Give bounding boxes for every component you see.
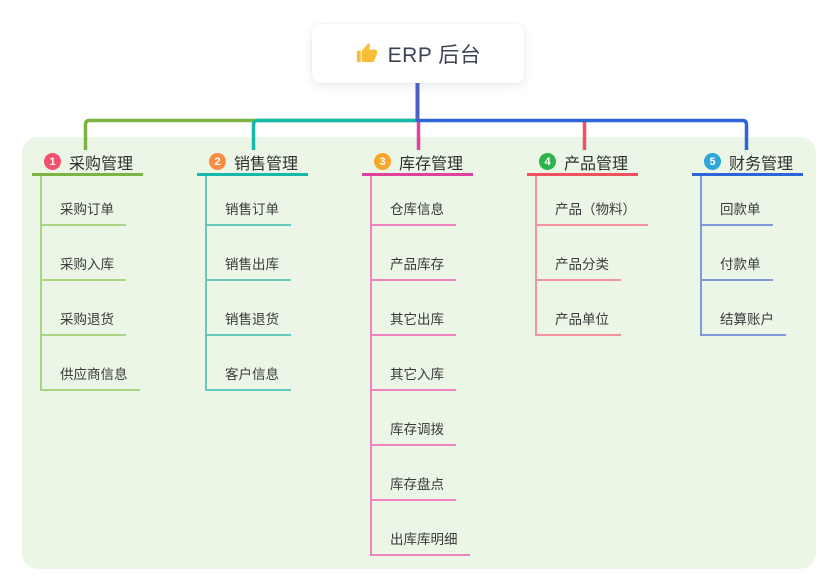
branch-purchase: 1 采购管理 采购订单 采购入库 采购退货 供应商信息 bbox=[32, 150, 144, 391]
branch-finance-children: 回款单 付款单 结算账户 bbox=[700, 176, 786, 336]
branch-product-children: 产品（物料） 产品分类 产品单位 bbox=[535, 176, 648, 336]
branch-purchase-children: 采购订单 采购入库 采购退货 供应商信息 bbox=[40, 176, 140, 391]
branch-label: 销售管理 bbox=[234, 155, 299, 173]
child-item[interactable]: 产品分类 bbox=[537, 226, 621, 281]
child-item[interactable]: 产品单位 bbox=[537, 281, 621, 336]
branch-label: 库存管理 bbox=[399, 155, 464, 173]
branch-inventory-header[interactable]: 3 库存管理 bbox=[362, 150, 474, 176]
branch-number-badge: 4 bbox=[539, 153, 556, 170]
child-item[interactable]: 销售退货 bbox=[207, 281, 291, 336]
branch-number-badge: 3 bbox=[374, 153, 391, 170]
child-item[interactable]: 付款单 bbox=[702, 226, 773, 281]
child-item[interactable]: 产品（物料） bbox=[537, 176, 648, 226]
child-item[interactable]: 产品库存 bbox=[372, 226, 456, 281]
child-item[interactable]: 其它出库 bbox=[372, 281, 456, 336]
child-item[interactable]: 库存盘点 bbox=[372, 446, 456, 501]
child-item[interactable]: 出库库明细 bbox=[372, 501, 470, 556]
thumbs-up-icon bbox=[356, 42, 377, 63]
child-item[interactable]: 仓库信息 bbox=[372, 176, 456, 226]
branch-product-header[interactable]: 4 产品管理 bbox=[527, 150, 639, 176]
child-item[interactable]: 结算账户 bbox=[702, 281, 786, 336]
branch-inventory: 3 库存管理 仓库信息 产品库存 其它出库 其它入库 库存调拨 库存盘点 出库库… bbox=[362, 150, 474, 556]
branch-label: 财务管理 bbox=[729, 155, 794, 173]
child-item[interactable]: 采购退货 bbox=[42, 281, 126, 336]
child-item[interactable]: 客户信息 bbox=[207, 336, 291, 391]
root-node-label: ERP 后台 bbox=[387, 43, 482, 67]
branch-label: 产品管理 bbox=[564, 155, 629, 173]
branch-number-badge: 1 bbox=[44, 153, 61, 170]
branch-sales-header[interactable]: 2 销售管理 bbox=[197, 150, 309, 176]
branch-number-badge: 5 bbox=[704, 153, 721, 170]
branch-finance: 5 财务管理 回款单 付款单 结算账户 bbox=[692, 150, 804, 336]
child-item[interactable]: 采购订单 bbox=[42, 176, 126, 226]
branch-number-badge: 2 bbox=[209, 153, 226, 170]
child-item[interactable]: 供应商信息 bbox=[42, 336, 140, 391]
child-item[interactable]: 销售出库 bbox=[207, 226, 291, 281]
branch-inventory-children: 仓库信息 产品库存 其它出库 其它入库 库存调拨 库存盘点 出库库明细 bbox=[370, 176, 470, 556]
child-item[interactable]: 采购入库 bbox=[42, 226, 126, 281]
branch-finance-header[interactable]: 5 财务管理 bbox=[692, 150, 804, 176]
child-item[interactable]: 回款单 bbox=[702, 176, 773, 226]
child-item[interactable]: 销售订单 bbox=[207, 176, 291, 226]
branch-product: 4 产品管理 产品（物料） 产品分类 产品单位 bbox=[527, 150, 648, 336]
branch-sales-children: 销售订单 销售出库 销售退货 客户信息 bbox=[205, 176, 291, 391]
root-node[interactable]: ERP 后台 bbox=[312, 24, 524, 83]
branch-label: 采购管理 bbox=[69, 155, 134, 173]
child-item[interactable]: 库存调拨 bbox=[372, 391, 456, 446]
branch-sales: 2 销售管理 销售订单 销售出库 销售退货 客户信息 bbox=[197, 150, 309, 391]
branches-panel bbox=[22, 137, 816, 569]
branch-purchase-header[interactable]: 1 采购管理 bbox=[32, 150, 144, 176]
child-item[interactable]: 其它入库 bbox=[372, 336, 456, 391]
